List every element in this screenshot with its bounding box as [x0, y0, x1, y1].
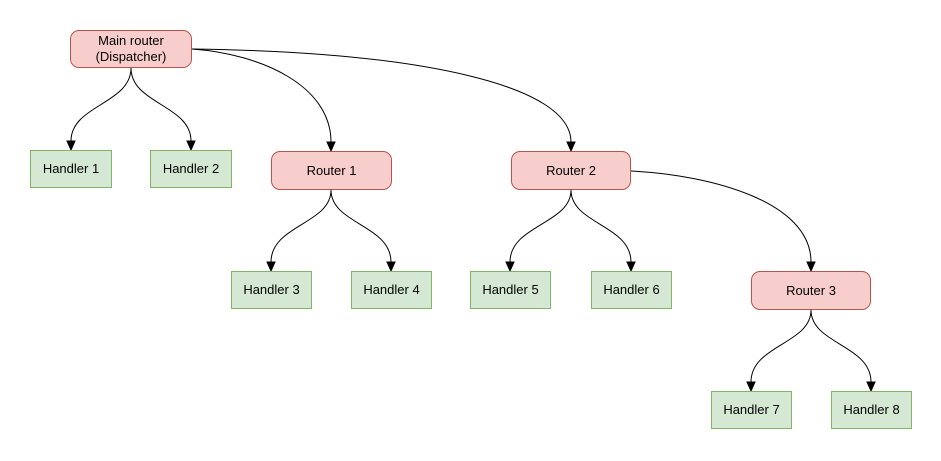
node-handler-2: Handler 2	[150, 150, 232, 188]
arrowhead-router-2	[566, 141, 576, 153]
arrowhead-handler-4	[386, 261, 396, 273]
node-handler-6: Handler 6	[591, 271, 672, 309]
node-router-2: Router 2	[511, 151, 631, 190]
edge-router-3-to-handler-8	[810, 309, 872, 383]
node-handler-8: Handler 8	[831, 391, 912, 429]
edge-router-2-to-router-3	[630, 170, 812, 263]
edge-router-2-to-handler-5	[509, 189, 572, 263]
node-handler-7-label: Handler 7	[723, 402, 780, 417]
node-handler-4: Handler 4	[351, 271, 432, 309]
edge-router-3-to-handler-7	[750, 309, 812, 383]
node-router-1-label: Router 1	[306, 162, 357, 178]
node-router-1: Router 1	[271, 151, 392, 190]
node-handler-2-label: Handler 2	[162, 161, 220, 176]
node-handler-4-label: Handler 4	[363, 282, 420, 297]
arrowhead-router-3	[806, 261, 816, 273]
node-handler-8-label: Handler 8	[843, 402, 900, 417]
edge-router-1-to-handler-3	[270, 189, 332, 263]
edge-main-router-to-handler-2	[130, 67, 192, 142]
node-handler-5: Handler 5	[470, 271, 551, 309]
node-handler-6-label: Handler 6	[603, 282, 660, 297]
node-handler-7: Handler 7	[711, 391, 792, 429]
node-handler-3-label: Handler 3	[243, 282, 300, 297]
edge-router-2-to-handler-6	[570, 189, 632, 263]
arrowhead-handler-8	[866, 381, 876, 393]
edge-main-router-to-router-2	[191, 48, 572, 143]
arrowhead-handler-7	[746, 381, 756, 393]
edge-router-1-to-handler-4	[330, 189, 392, 263]
node-router-3: Router 3	[751, 271, 871, 310]
arrowhead-handler-3	[266, 261, 276, 273]
node-main-router-label: Main router (Dispatcher)	[95, 33, 167, 64]
node-router-3-label: Router 3	[786, 282, 836, 298]
node-handler-1-label: Handler 1	[42, 161, 100, 176]
node-handler-5-label: Handler 5	[482, 282, 539, 297]
arrowhead-handler-2	[186, 140, 196, 152]
node-handler-1: Handler 1	[30, 150, 112, 188]
arrowhead-router-1	[326, 141, 336, 153]
arrowhead-handler-6	[626, 261, 636, 273]
node-router-2-label: Router 2	[546, 162, 596, 178]
arrowhead-handler-1	[66, 140, 76, 152]
edge-main-router-to-router-1	[191, 48, 332, 143]
node-handler-3: Handler 3	[231, 271, 312, 309]
edge-main-router-to-handler-1	[70, 67, 132, 142]
node-main-router: Main router (Dispatcher)	[70, 30, 192, 68]
arrowhead-handler-5	[505, 261, 515, 273]
